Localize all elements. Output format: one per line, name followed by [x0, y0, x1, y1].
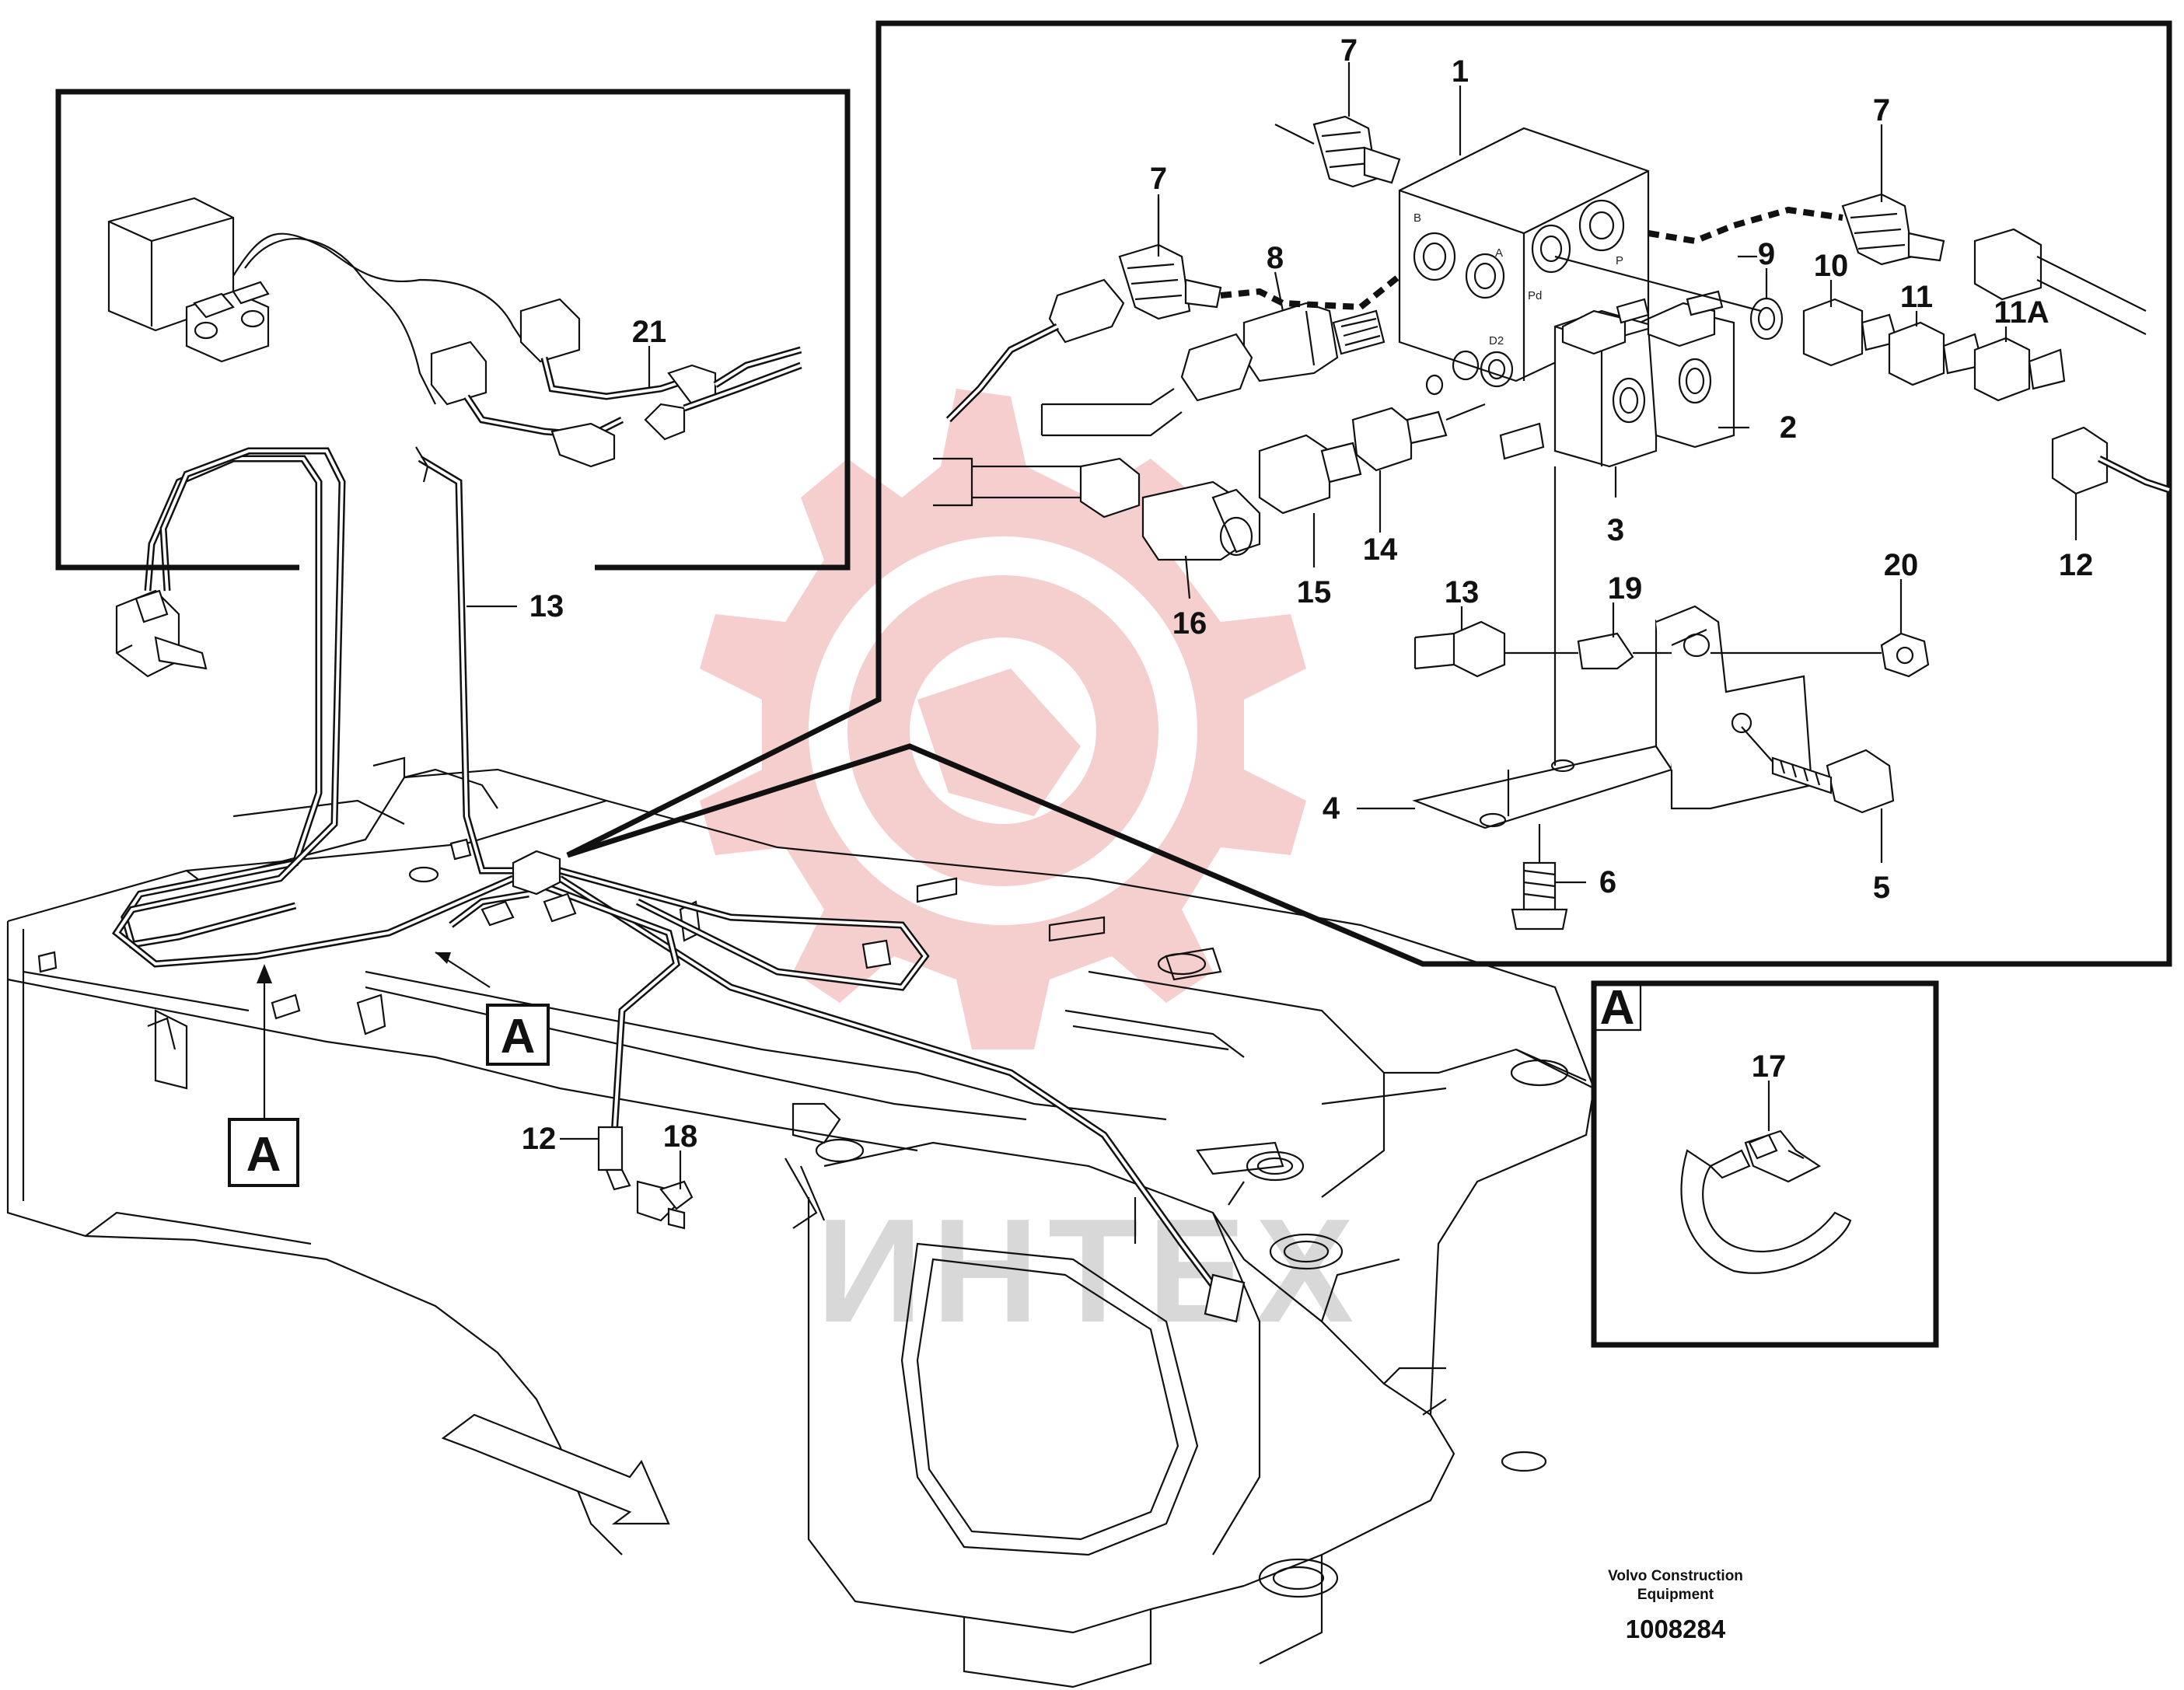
- callout-15: 15: [1297, 575, 1332, 609]
- detail-box-hose-21: [55, 89, 851, 571]
- fitting-12-18: [597, 1126, 694, 1230]
- callout-2: 2: [1780, 410, 1797, 445]
- frame-drawing: [6, 756, 1595, 1688]
- callout-11a: 11A: [1994, 295, 2049, 330]
- direction-arrow: [441, 1413, 670, 1525]
- callout-6: 6: [1599, 865, 1616, 899]
- callouts: 1 2 3 4 5 6 7 7 7 8 9 10 11 11A 12 12 13…: [522, 33, 2094, 1156]
- svg-text:A: A: [1600, 981, 1635, 1035]
- view-a-detail-label: A: [1600, 981, 1635, 1035]
- callout-1: 1: [1452, 54, 1469, 89]
- callout-7-top: 7: [1340, 33, 1358, 68]
- callout-3: 3: [1607, 513, 1624, 547]
- svg-text:A: A: [246, 1128, 281, 1182]
- detail-box-view-a: [1591, 980, 1939, 1348]
- callout-17: 17: [1752, 1049, 1787, 1084]
- view-a-marker-2: A: [228, 1118, 299, 1187]
- hose-end-fitting: [1204, 1273, 1246, 1323]
- callout-10: 10: [1814, 249, 1849, 283]
- callout-14: 14: [1363, 532, 1398, 567]
- svg-text:A: A: [501, 1010, 536, 1063]
- callout-9: 9: [1758, 237, 1775, 271]
- callout-12-right: 12: [2059, 548, 2094, 582]
- valve-in-machine: [449, 838, 577, 927]
- pressure-sensor: [115, 589, 208, 678]
- callout-7-right: 7: [1873, 93, 1890, 127]
- callout-19: 19: [1608, 571, 1643, 606]
- hose-clamp: [415, 446, 429, 483]
- credit-line-2: Equipment: [1637, 1587, 1714, 1603]
- port-d2-label: D2: [1489, 334, 1504, 347]
- credit-line-1: Volvo Construction: [1608, 1568, 1743, 1584]
- hose-routing: [111, 447, 1232, 1308]
- callout-13-detail: 13: [1445, 575, 1480, 609]
- callout-21: 21: [632, 315, 667, 349]
- callout-11: 11: [1900, 280, 1933, 314]
- callout-13-main: 13: [529, 589, 564, 623]
- callout-4: 4: [1323, 791, 1340, 826]
- document-number: 1008284: [1626, 1615, 1726, 1643]
- port-pd-label: Pd: [1528, 289, 1542, 302]
- callout-18: 18: [663, 1119, 698, 1154]
- leader-lines: [257, 86, 2077, 1189]
- callout-20: 20: [1884, 548, 1919, 582]
- view-a-marker-1: A: [486, 1004, 550, 1066]
- callout-12-main: 12: [522, 1122, 557, 1156]
- callout-8: 8: [1267, 241, 1284, 275]
- port-a-label: A: [1495, 246, 1503, 260]
- port-p-label: P: [1616, 254, 1623, 267]
- callout-16: 16: [1172, 606, 1207, 641]
- detail-box-valve-assembly: [566, 20, 2172, 967]
- callout-5: 5: [1873, 871, 1890, 905]
- callout-7-left: 7: [1150, 162, 1167, 196]
- port-b-label: B: [1413, 211, 1421, 225]
- hose-end-fitting-2: [861, 939, 892, 969]
